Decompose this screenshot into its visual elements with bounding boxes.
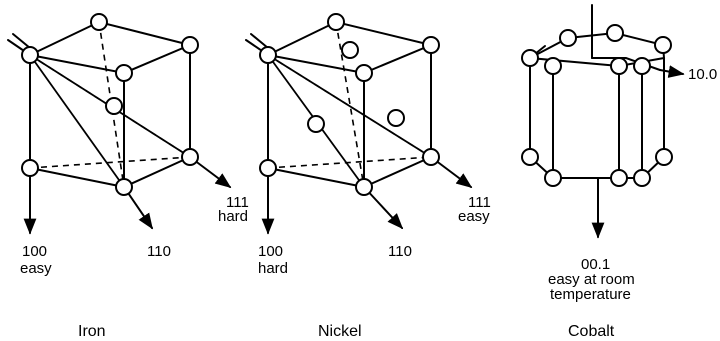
nickel-arrow-110 — [363, 186, 404, 230]
cobalt-atom — [521, 49, 539, 67]
nickel-100-ease: hard — [258, 260, 288, 277]
cobalt-title: Cobalt — [568, 323, 615, 340]
nickel-fcc-cell: 100 hard 110 111 easy Nickel — [245, 13, 491, 340]
cobalt-001-ease-line2: temperature — [550, 286, 631, 303]
cobalt-atom — [559, 29, 577, 47]
cobalt-atom — [544, 169, 562, 187]
cobalt-100-index: 10.0 — [688, 66, 717, 83]
nickel-origin-tick — [250, 33, 269, 49]
nickel-corner-atom — [422, 36, 440, 54]
iron-bcc-cell: 100 easy 110 111 hard Iron — [7, 13, 249, 340]
cobalt-atom — [610, 169, 628, 187]
cobalt-atom — [654, 36, 672, 54]
nickel-hidden-edge — [335, 21, 365, 188]
nickel-corner-atom — [355, 64, 373, 82]
iron-111-index: 111 — [226, 194, 249, 211]
nickel-corner-atom — [422, 148, 440, 166]
nickel-corner-atom — [259, 159, 277, 177]
cobalt-atom — [610, 57, 628, 75]
iron-origin-tick — [12, 33, 31, 49]
cobalt-atom — [606, 24, 624, 42]
iron-100-ease: easy — [20, 260, 52, 277]
nickel-body-diagonal — [267, 54, 432, 158]
iron-corner-atom — [115, 178, 133, 196]
nickel-face-center-atom — [387, 109, 405, 127]
iron-110-index: 110 — [147, 243, 171, 260]
iron-corner-atom — [90, 13, 108, 31]
cobalt-atom — [633, 57, 651, 75]
iron-top-face — [29, 20, 194, 75]
nickel-corner-atom — [355, 178, 373, 196]
cobalt-atom — [655, 148, 673, 166]
nickel-edge — [267, 167, 365, 188]
iron-corner-atom — [181, 36, 199, 54]
iron-face-diagonal — [29, 54, 125, 188]
iron-corner-atom — [181, 148, 199, 166]
iron-body-center-atom — [105, 97, 123, 115]
nickel-title: Nickel — [318, 323, 362, 340]
nickel-111-ease: easy — [458, 208, 490, 225]
iron-corner-atom — [21, 46, 39, 64]
nickel-face-center-atom — [341, 41, 359, 59]
cobalt-atom — [544, 57, 562, 75]
cobalt-arrow-10-0 — [659, 65, 685, 78]
iron-111-ease: hard — [218, 208, 248, 225]
iron-title: Iron — [78, 323, 106, 340]
iron-100-index: 100 — [22, 243, 47, 260]
iron-corner-atom — [21, 159, 39, 177]
iron-hidden-edge — [29, 156, 191, 169]
nickel-face-center-atom — [307, 115, 325, 133]
iron-edge — [29, 167, 125, 188]
nickel-100-index: 100 — [258, 243, 283, 260]
nickel-edge — [363, 156, 432, 188]
cobalt-001-ease: easy at room — [548, 271, 635, 288]
nickel-hidden-edge — [267, 156, 432, 169]
iron-hidden-edge — [98, 21, 125, 188]
cobalt-atom — [633, 169, 651, 187]
nickel-corner-atom — [259, 46, 277, 64]
nickel-110-index: 110 — [388, 243, 412, 260]
cobalt-atom — [521, 148, 539, 166]
iron-edge — [123, 156, 191, 188]
nickel-corner-atom — [327, 13, 345, 31]
cobalt-hcp-cell: 00.1 easy at room temperature 10.0 Cobal… — [521, 4, 717, 340]
nickel-111-index: 111 — [468, 194, 491, 211]
iron-corner-atom — [115, 64, 133, 82]
cobalt-001-index: 00.1 — [581, 256, 610, 273]
